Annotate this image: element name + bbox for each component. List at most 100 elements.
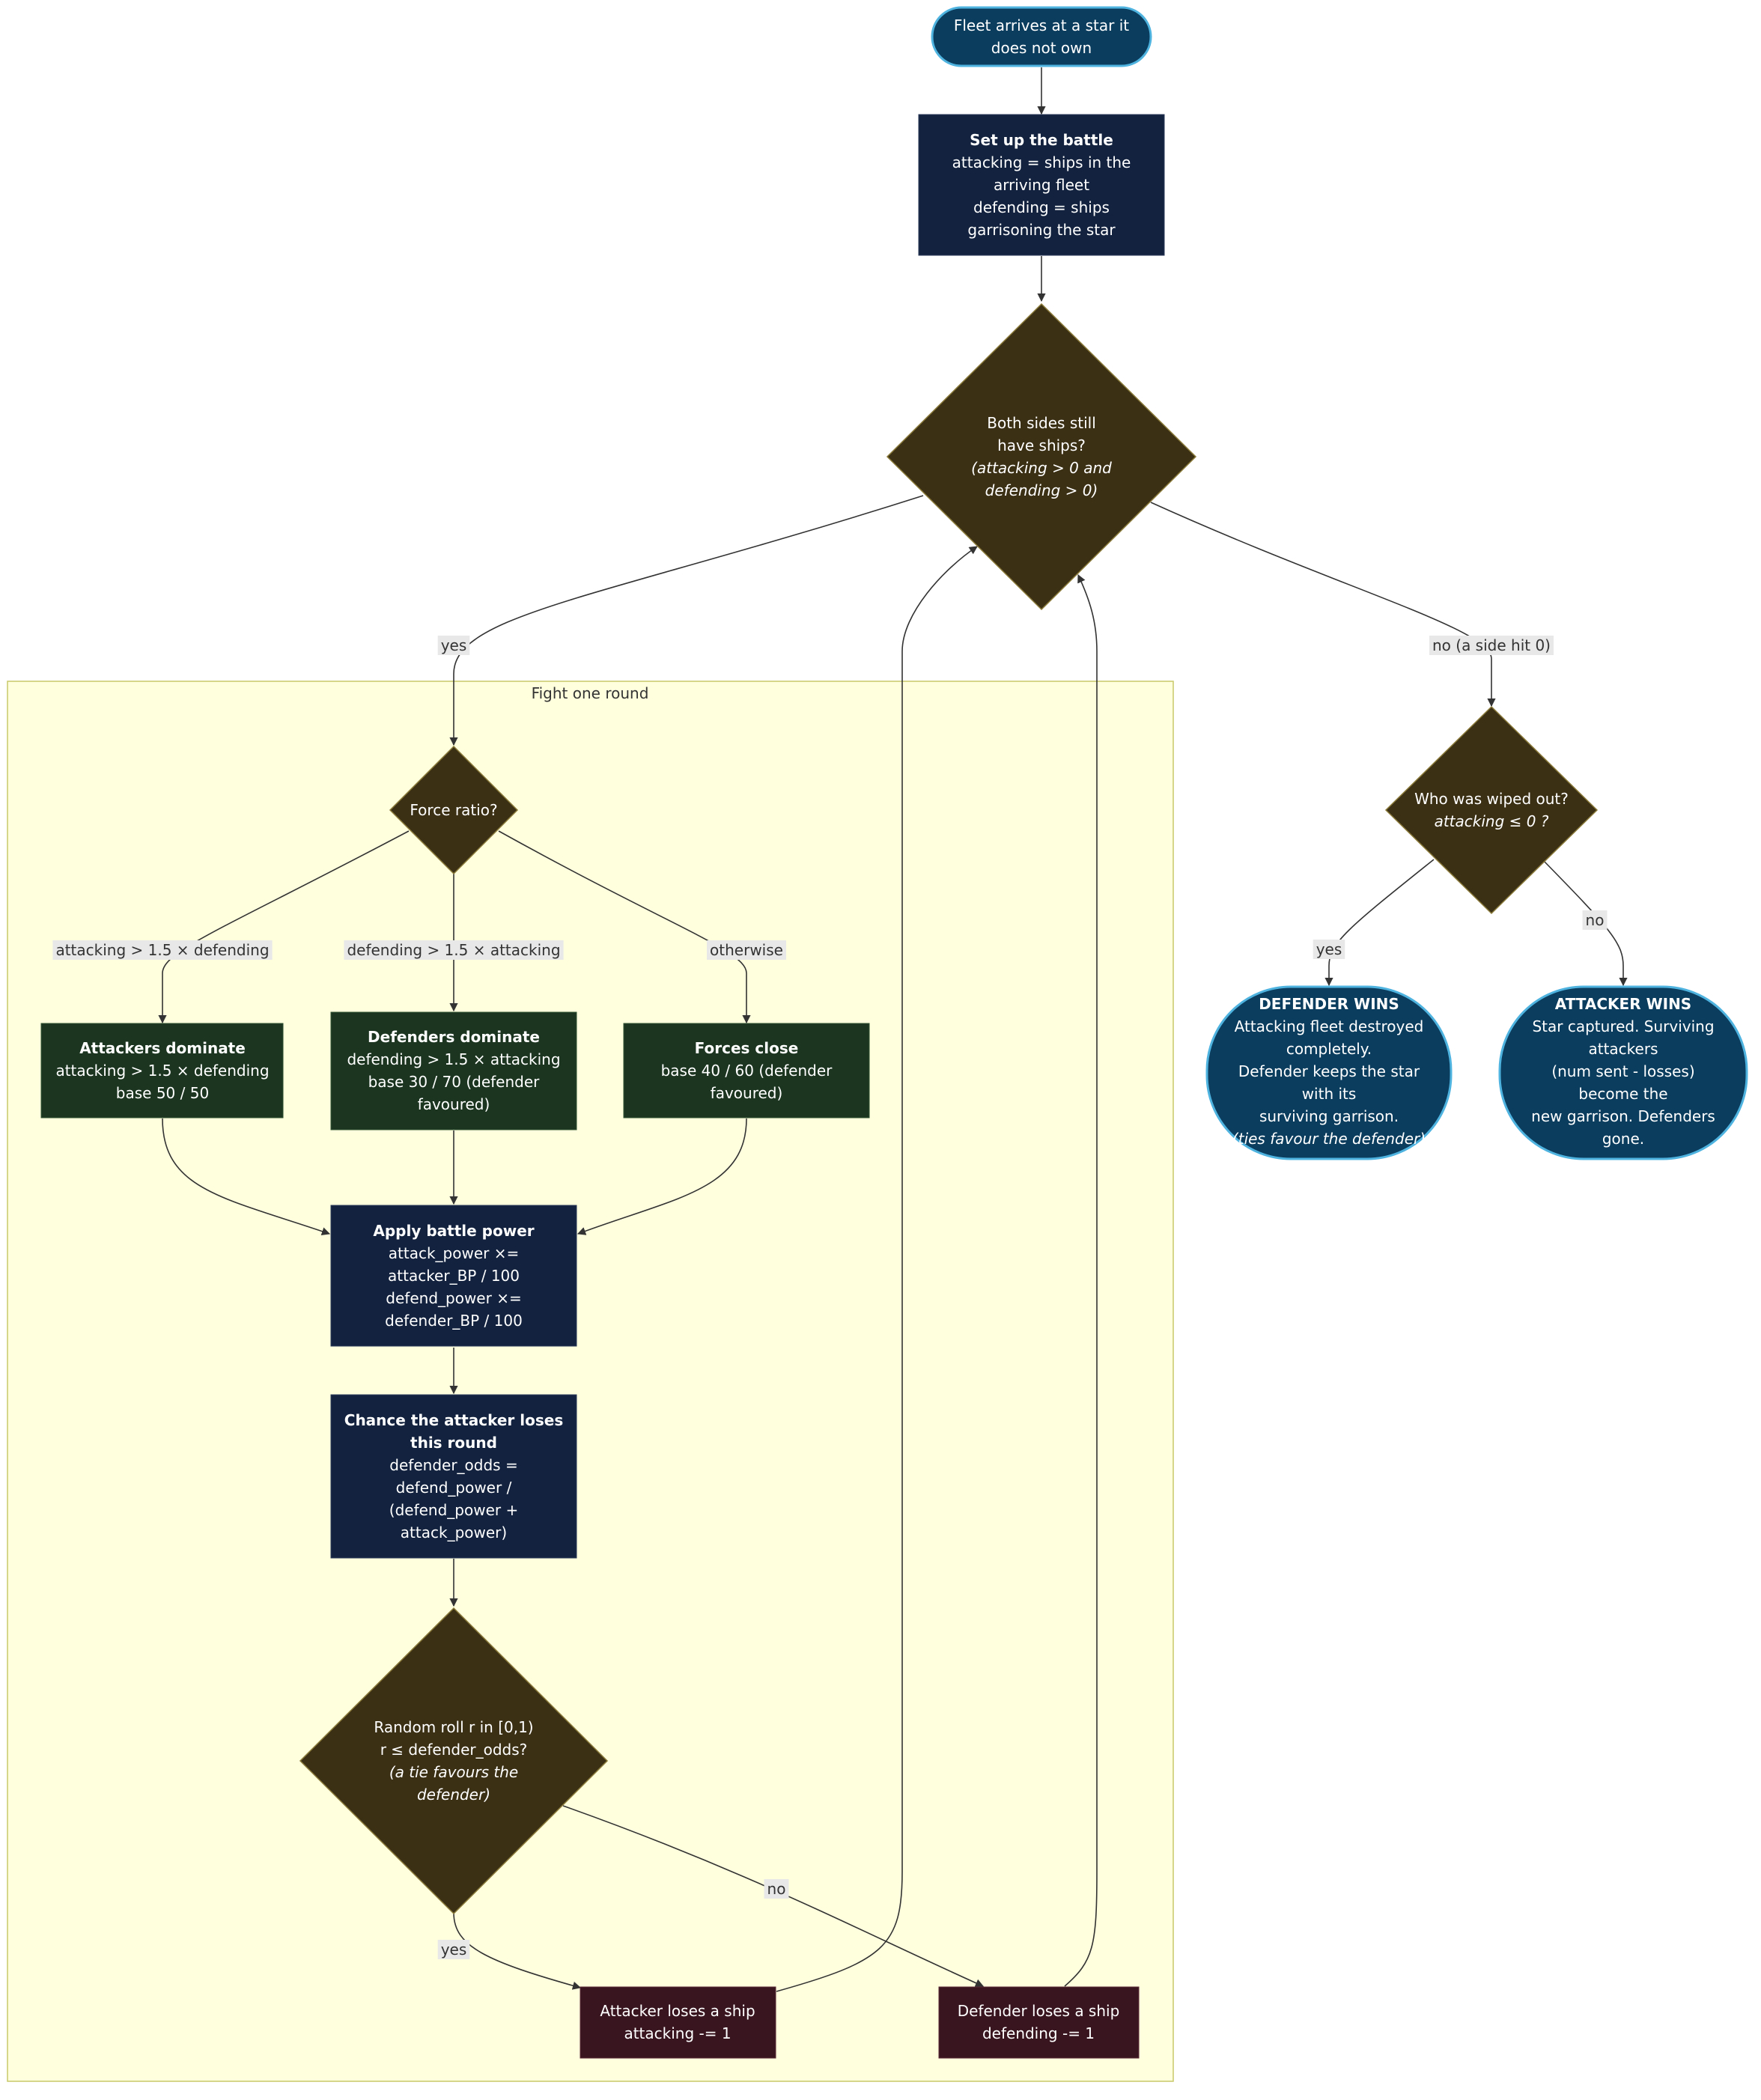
edge-label-both-no: no (a side hit 0) [1429, 636, 1554, 655]
edge-ratio-to-attackers-dominate [158, 830, 410, 1024]
edge-label-text: no [1586, 911, 1605, 929]
node-text-line: Defender keeps the star [1238, 1062, 1420, 1080]
node-text-line: defender_BP / 100 [385, 1312, 523, 1330]
node-text-line: with its [1302, 1085, 1357, 1103]
node-setup-battle: Set up the battle attacking = ships in th… [918, 114, 1165, 256]
node-text-line: gone. [1602, 1130, 1644, 1148]
node-text-line: base 40 / 60 (defender [661, 1062, 833, 1080]
node-text-line: Fleet arrives at a star it [954, 16, 1129, 34]
case-shape [623, 1023, 870, 1119]
node-text-line: defend_power / [396, 1479, 512, 1497]
node-decision-force-ratio: Force ratio? [389, 745, 519, 875]
node-defender-loses-ship: Defender loses a ship defending -= 1 [938, 1986, 1140, 2059]
terminal-shape [1205, 985, 1453, 1160]
node-text-line: does not own [991, 39, 1092, 57]
edges [158, 67, 1628, 1992]
node-decision-who-wiped-out: Who was wiped out?attacking ≤ 0 ? [1384, 705, 1599, 915]
node-text-line: ATTACKER WINS [1555, 995, 1691, 1013]
node-text-line: Apply battle power [373, 1222, 534, 1240]
node-text-line: DEFENDER WINS [1259, 995, 1399, 1013]
node-text-line: Star captured. Surviving [1532, 1017, 1714, 1035]
edge-label-ratio-defenders: defending > 1.5 × attacking [344, 940, 564, 960]
edge-attacker-loses-to-both [776, 546, 978, 1992]
decision-shape [886, 302, 1197, 611]
node-text-line: completely. [1286, 1040, 1372, 1058]
node-text-line: attacking = ships in the [952, 153, 1131, 171]
node-text: Set up the battle attacking = ships in th… [952, 131, 1131, 239]
node-text: Both sides still have ships? (attacking > … [971, 414, 1112, 499]
node-text-line: Both sides still [987, 414, 1096, 432]
node-text-line: have ships? [997, 436, 1086, 454]
case-shape [330, 1011, 577, 1130]
node-text-line: r ≤ defender_odds? [380, 1741, 528, 1759]
edge-label-text: no (a side hit 0) [1432, 636, 1551, 654]
node-text-line: garrisoning the star [967, 221, 1116, 239]
node-text-line: surviving garrison. [1259, 1107, 1399, 1125]
node-text-line: Forces close [695, 1039, 799, 1057]
edge-label-background [707, 940, 786, 960]
loss-shape [938, 1986, 1140, 2059]
node-text-line: Random roll r in [0,1) [374, 1718, 533, 1736]
edge-label-text: yes [441, 636, 467, 654]
decision-shape [1384, 705, 1599, 915]
node-text-line: become the [1578, 1085, 1667, 1103]
node-text-line: arriving fleet [994, 176, 1089, 194]
edge-defender-loses-to-both [1064, 573, 1098, 1987]
node-text: Who was wiped out?attacking ≤ 0 ? [1414, 790, 1569, 830]
node-text-line: favoured) [418, 1095, 490, 1113]
node-text-line: Defenders dominate [368, 1028, 540, 1046]
edge-label-background [437, 1940, 470, 1959]
node-text-line: (attacking > 0 and [971, 459, 1112, 477]
loss-shape [580, 1986, 776, 2059]
node-text-line: new garrison. Defenders [1531, 1107, 1715, 1125]
node-text-line: (num sent - losses) [1551, 1062, 1694, 1080]
edge-label-roll-no: no [764, 1879, 789, 1899]
edge-label-both-yes: yes [437, 636, 470, 655]
edge-label-text: defending > 1.5 × attacking [347, 941, 560, 959]
node-text-line: defender) [417, 1786, 490, 1804]
node-text-line: Who was wiped out? [1414, 790, 1569, 808]
node-text: Force ratio? [410, 801, 497, 819]
nodes: Fleet arrives at a star it does not own S… [40, 6, 1748, 2059]
node-text-line: Attacking fleet destroyed [1235, 1017, 1424, 1035]
edge-label-roll-yes: yes [437, 1940, 470, 1959]
node-text-line: (defend_power + [389, 1501, 518, 1519]
node-text-line: Defender loses a ship [958, 2002, 1120, 2020]
node-text-line: defending -= 1 [982, 2024, 1095, 2042]
node-text-line: (a tie favours the [389, 1763, 518, 1781]
node-text-line: defend_power ×= [386, 1289, 521, 1307]
edge-label-background [764, 1879, 789, 1899]
edge-label-text: no [767, 1880, 786, 1898]
node-text-line: attack_power ×= [389, 1244, 519, 1262]
node-text-line: (ties favour the defender) [1232, 1130, 1426, 1148]
node-text-line: attacking > 1.5 × defending [55, 1062, 269, 1080]
edge-label-background [344, 940, 564, 960]
node-start-fleet-arrives: Fleet arrives at a star it does not own [931, 6, 1152, 67]
node-text: Fleet arrives at a star it does not own [954, 16, 1129, 57]
terminal-shape [931, 6, 1152, 67]
node-text-line: attacking -= 1 [624, 2024, 731, 2042]
cluster-title: Fight one round [532, 684, 649, 702]
node-text: Random roll r in [0,1) r ≤ defender_odds?… [374, 1718, 533, 1804]
node-text-line: Set up the battle [970, 131, 1113, 149]
node-text-line: base 50 / 50 [116, 1084, 209, 1102]
node-text-line: Chance the attacker loses [344, 1411, 563, 1429]
edge-label-ratio-otherwise: otherwise [707, 940, 786, 960]
edge-label-text: attacking > 1.5 × defending [55, 941, 269, 959]
edge-wiped-yes-to-defender-wins [1324, 859, 1435, 987]
process-shape [330, 1205, 577, 1347]
case-shape [40, 1023, 284, 1119]
edge-label-background [1582, 910, 1608, 930]
edge-label-wiped-no: no [1582, 910, 1608, 930]
